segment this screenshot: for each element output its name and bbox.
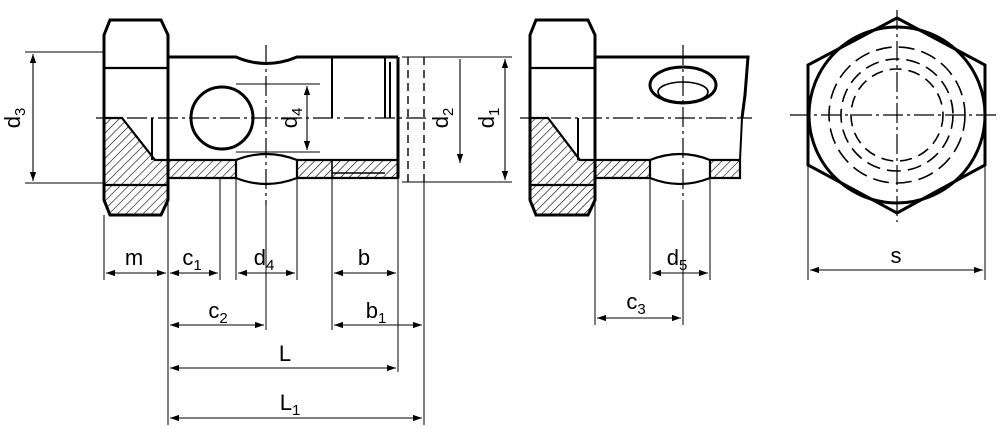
label-d5: d5 <box>667 245 688 274</box>
label-c1: c1 <box>182 245 201 274</box>
label-b1: b1 <box>366 298 387 327</box>
label-d1: d1 <box>474 108 503 129</box>
end-view-hex <box>790 10 1000 222</box>
shank-wall-right <box>295 158 400 180</box>
label-d4-bottom: d4 <box>254 245 275 274</box>
label-L: L <box>279 341 291 366</box>
label-c2: c2 <box>208 298 227 327</box>
extension-lines-v3 <box>807 165 986 280</box>
label-c3: c3 <box>626 289 645 318</box>
label-d2: d2 <box>428 108 457 129</box>
dimension-lines-v2 <box>597 269 708 322</box>
label-b: b <box>358 245 370 270</box>
shank-wall-left-2 <box>593 158 652 180</box>
dimension-lines-v1 <box>29 54 509 422</box>
shank-wall-right-2 <box>708 158 742 180</box>
label-d3: d3 <box>0 108 29 129</box>
label-m: m <box>125 245 143 270</box>
side-view-section <box>96 18 430 217</box>
head-section-hatch-2 <box>528 116 597 217</box>
extension-lines-v2 <box>594 178 711 325</box>
head-section-hatch <box>102 116 170 217</box>
extension-lines-v1 <box>25 51 512 425</box>
label-d4-side: d4 <box>277 108 306 129</box>
shank-wall-left <box>166 158 238 180</box>
label-L1: L1 <box>280 390 301 419</box>
side-view-2 <box>520 18 752 217</box>
label-s: s <box>891 243 902 268</box>
